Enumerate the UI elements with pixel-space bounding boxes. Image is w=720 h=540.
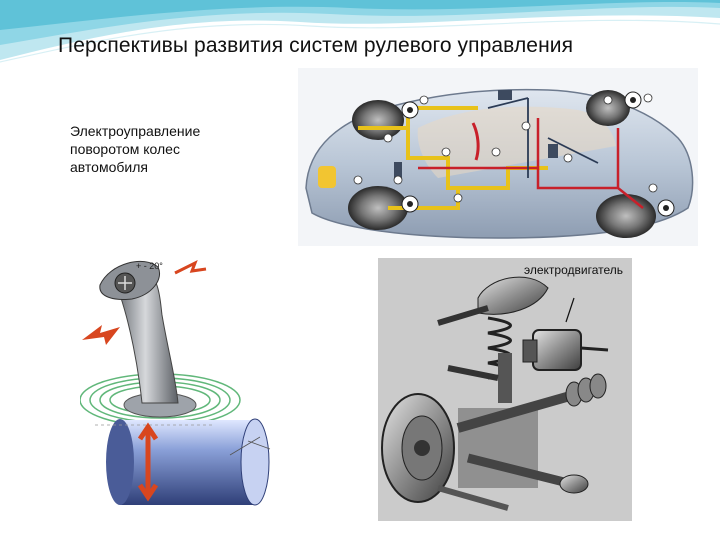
joystick-controller-illustration: + - 20° <box>80 255 285 525</box>
header-wave-decoration <box>0 0 720 63</box>
angle-label: + - 20° <box>136 261 163 271</box>
caption-line-3: автомобиля <box>70 159 148 175</box>
car-steering-system-illustration <box>298 68 698 246</box>
caption-line-2: поворотом колес <box>70 141 180 157</box>
slide-title: Перспективы развития систем рулевого упр… <box>58 34 574 57</box>
figure-caption: Электроуправление поворотом колес автомо… <box>70 122 270 176</box>
electric-motor-label: электродвигатель <box>524 263 623 277</box>
caption-line-1: Электроуправление <box>70 123 201 139</box>
suspension-motor-illustration <box>378 258 632 521</box>
